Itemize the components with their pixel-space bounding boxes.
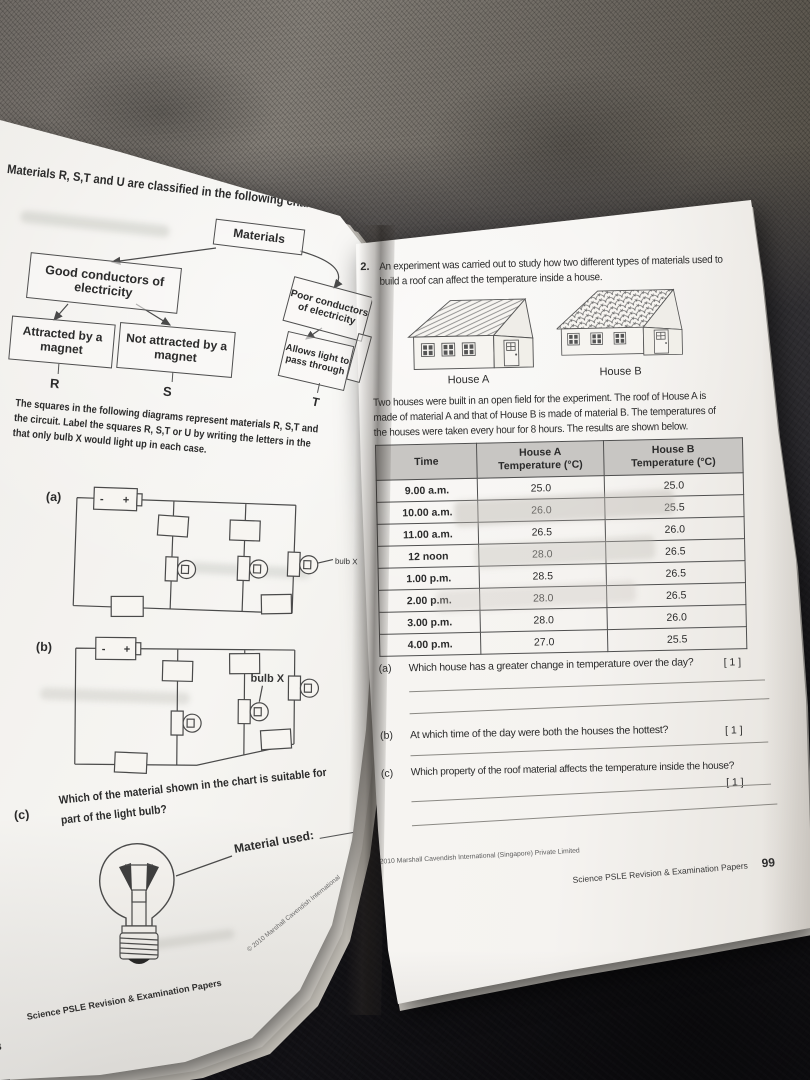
textured-wall-background — [0, 0, 810, 320]
